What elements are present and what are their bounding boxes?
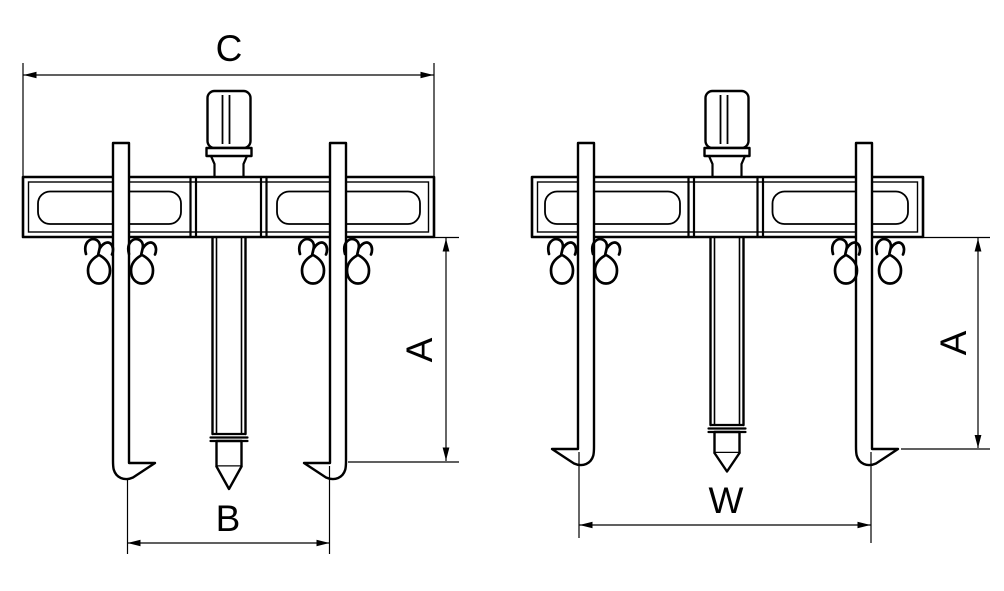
retaining-clip (83, 237, 115, 285)
dimension-w: W (578, 452, 872, 543)
arrowhead (857, 521, 871, 529)
retaining-clip (546, 237, 578, 285)
retaining-clip (874, 237, 906, 285)
arrowhead (23, 71, 37, 79)
view-jaws-inward: C A B (21, 28, 459, 554)
hex-drive-head (703, 89, 751, 179)
dimension-c: C (22, 28, 435, 176)
dimension-a-right-view: A (901, 236, 990, 450)
screw-tip-cylinder (713, 430, 741, 455)
jaw-arm-right (854, 141, 900, 467)
view-jaws-outward: A W (530, 89, 990, 543)
arrowhead (579, 521, 593, 529)
forcing-screw (209, 235, 249, 491)
arrowhead (974, 238, 982, 252)
dimension-label-b: B (216, 498, 241, 539)
jaw-arm-left (550, 141, 596, 467)
screw-collar (703, 146, 751, 158)
arrowhead (442, 447, 450, 461)
dimension-label-a: A (933, 330, 974, 355)
dimension-b: B (126, 466, 331, 554)
screw-collar (205, 146, 253, 158)
screw-tip-cylinder (215, 439, 243, 468)
retaining-clip (342, 237, 374, 285)
arrowhead (420, 71, 434, 79)
crossbeam-inner-edge (536, 181, 919, 233)
jaw-arm-right (302, 141, 348, 481)
screw-neck-line (740, 154, 747, 179)
dimension-a-left-view: A (348, 236, 459, 463)
beam-slot (37, 190, 182, 225)
screw-neck-line (242, 154, 249, 179)
forcing-screw (707, 235, 747, 473)
screw-neck-line (209, 154, 216, 179)
crossbeam-outline (21, 175, 436, 239)
jaw-arm-left (111, 141, 157, 481)
crossbeam (21, 175, 436, 239)
retaining-clip (590, 237, 622, 285)
dimension-label-w: W (709, 480, 744, 521)
retaining-clip (126, 237, 158, 285)
screw-neck-line (707, 154, 714, 179)
screw-tip-cone (215, 465, 243, 491)
arrowhead (127, 539, 141, 547)
retaining-clip (297, 237, 329, 285)
arrowhead (442, 238, 450, 252)
dimension-label-c: C (216, 28, 243, 69)
crossbeam-inner-edge (27, 181, 430, 233)
arrowhead (974, 435, 982, 448)
dimension-label-a: A (399, 337, 440, 362)
beam-slot (544, 190, 681, 225)
beam-slot (276, 190, 421, 225)
arrowhead (316, 539, 330, 547)
screw-tip-cone (713, 451, 741, 473)
beam-slot (771, 190, 909, 225)
hex-drive-head (205, 89, 253, 179)
